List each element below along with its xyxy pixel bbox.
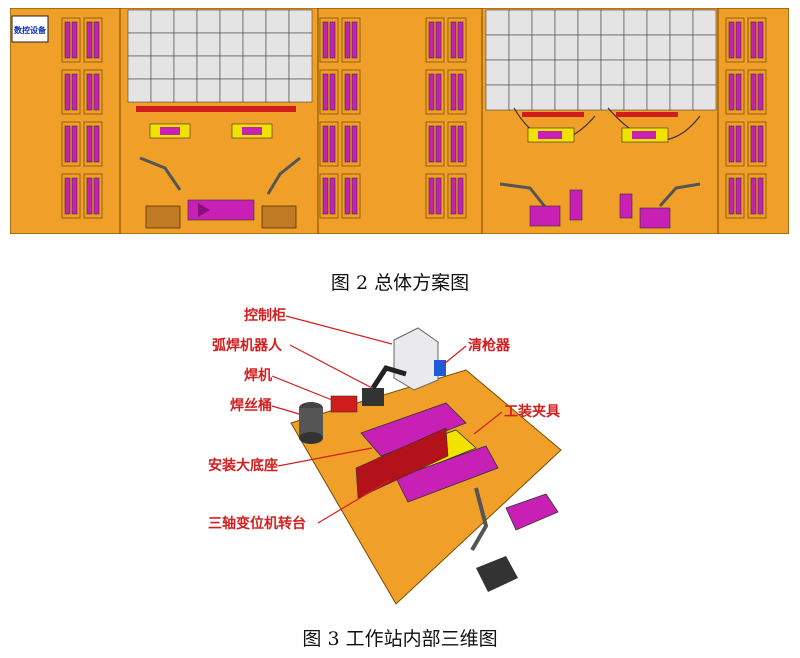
fixture-shape	[505, 493, 559, 531]
label-wire-barrel: 焊丝桶	[230, 397, 272, 414]
control-cabinet-shape	[393, 327, 439, 391]
positioner-frame	[360, 402, 467, 457]
left-work-cell	[119, 8, 319, 234]
right-work-cell	[481, 8, 719, 234]
right-rack-group-b	[725, 17, 767, 219]
gun-cleaner-shape	[434, 360, 446, 376]
welder-shape	[330, 395, 358, 413]
logo-text: 数控设备	[14, 25, 47, 35]
robot-base-shape	[362, 388, 384, 406]
left-rack-group-b	[319, 17, 361, 219]
figure3-caption: 图 3 工作站内部三维图	[302, 628, 498, 650]
label-positioner: 三轴变位机转台	[208, 515, 306, 532]
label-arc-robot: 弧焊机器人	[212, 337, 283, 354]
workstation-3d-render: 控制柜 弧焊机器人 焊机 焊丝桶 安装大底座 三轴变位机转台 清枪器 工装夹具	[186, 298, 626, 620]
overall-layout-diagram: 数控设备	[10, 8, 789, 234]
label-fixture: 工装夹具	[504, 403, 560, 420]
figure2-caption: 图 2 总体方案图	[330, 272, 470, 294]
logo-badge	[11, 15, 49, 43]
label-gun-cleaner: 清枪器	[468, 337, 511, 354]
left-rack-group-a	[61, 17, 103, 219]
label-control-cabinet: 控制柜	[244, 307, 286, 324]
label-welder: 焊机	[244, 367, 272, 384]
label-base: 安装大底座	[208, 457, 278, 474]
right-rack-group-a	[425, 17, 467, 219]
